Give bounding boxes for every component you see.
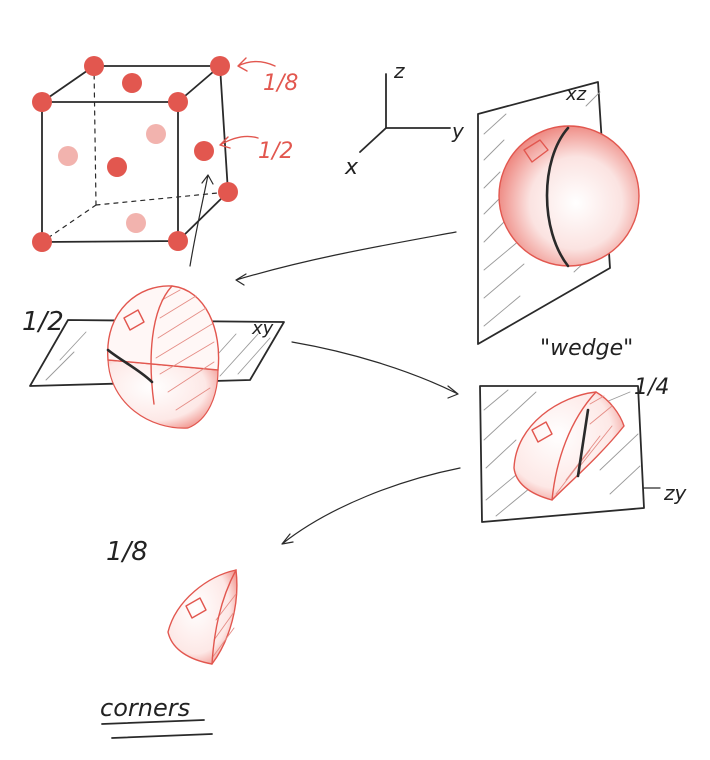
axis-z-label: z: [393, 59, 405, 83]
corner-atom: [210, 56, 230, 76]
zy-plane: [479, 385, 645, 523]
eighth-divide: [211, 569, 237, 665]
eighth-highlight: [185, 597, 207, 619]
half-sphere-hatch: [155, 289, 215, 411]
arrow-quarter-to-eighth: [281, 467, 461, 545]
xz-plane: [477, 81, 611, 345]
corner-pointer-arrow: [237, 57, 276, 72]
half-fraction-label: 1/2: [22, 307, 64, 337]
corner-atoms: [32, 56, 238, 252]
corners-label: corners: [100, 694, 190, 722]
xy-plane-label: xy: [251, 318, 274, 339]
quarter-fraction-label: 1/4: [634, 375, 669, 400]
quarter-highlight: [531, 421, 553, 443]
arrow-sphere-to-half: [235, 231, 457, 286]
corner-atom: [218, 182, 238, 202]
face-pointer-arrow: [219, 135, 259, 149]
face-atom-back: [126, 213, 146, 233]
quarter-group: 1/4 zy: [479, 375, 687, 523]
cube-hidden-edges: [41, 65, 229, 243]
sphere: [498, 125, 640, 267]
half-sphere-equator: [106, 348, 154, 384]
corners-label-group: corners: [100, 694, 213, 739]
wedge-label: "wedge": [540, 336, 633, 361]
axis-y-label: y: [451, 119, 465, 143]
face-atom: [107, 157, 127, 177]
corner-fraction-label: 1/8: [263, 71, 298, 96]
half-sphere-group: 1/2 xy: [22, 285, 285, 429]
corner-atom: [32, 232, 52, 252]
face-atom-back: [146, 124, 166, 144]
corner-atom: [32, 92, 52, 112]
eighth-sphere: [167, 569, 238, 665]
arrow-cube-to-sphere: [189, 174, 214, 267]
coordinate-axes: z y x: [344, 59, 465, 180]
corner-atom: [168, 92, 188, 112]
quarter-divide: [551, 391, 597, 501]
xz-plane-label: xz: [565, 84, 587, 105]
face-atoms: [58, 73, 214, 233]
sphere-highlight: [523, 139, 549, 163]
unit-cell-cube: 1/8 1/2: [32, 56, 298, 252]
axis-x-label: x: [344, 155, 359, 180]
zy-plane-label: zy: [663, 481, 687, 505]
face-fraction-label: 1/2: [258, 139, 293, 164]
arrow-half-to-quarter: [291, 341, 459, 399]
sphere-great-circle: [545, 126, 570, 268]
eighth-fraction-label: 1/8: [106, 537, 148, 567]
quarter-sphere: [513, 391, 625, 501]
face-atom-back: [58, 146, 78, 166]
face-atom: [194, 141, 214, 161]
half-sphere-highlight: [123, 309, 145, 331]
half-sphere-divide: [150, 285, 173, 405]
quarter-edge: [576, 408, 590, 478]
quarter-hatch: [555, 395, 613, 495]
corner-atom: [84, 56, 104, 76]
sphere-xz-plane-group: xz "wedge": [477, 81, 640, 361]
eighth-group: 1/8: [106, 537, 238, 665]
corner-atom: [168, 231, 188, 251]
face-atom: [122, 73, 142, 93]
